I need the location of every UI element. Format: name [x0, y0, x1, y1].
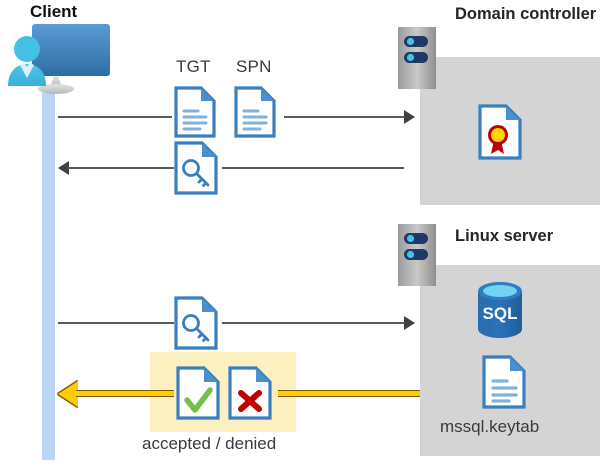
client-workstation-icon — [6, 22, 116, 100]
flow-3-arrowhead — [404, 316, 415, 330]
flow-3-line-left — [58, 322, 174, 324]
accepted-denied-highlight — [150, 352, 296, 432]
domain-controller-title: Domain controller — [455, 5, 597, 23]
linux-server-title: Linux server — [455, 227, 554, 245]
flow-1-arrowhead — [404, 110, 415, 124]
accepted-denied-label: accepted / denied — [142, 434, 277, 453]
document-certificate-icon — [478, 104, 522, 160]
server-rack-icon-domain-controller — [398, 27, 436, 89]
mssql-keytab-label: mssql.keytab — [440, 417, 540, 436]
client-lifeline — [42, 92, 55, 460]
flow-4-line-right — [278, 390, 420, 397]
flow-2-line-right — [222, 167, 404, 169]
client-title: Client — [30, 2, 78, 21]
flow-1-line-left — [58, 116, 172, 118]
document-key-icon-top — [174, 141, 218, 195]
flow-4-line-left — [76, 390, 174, 397]
tgt-label: TGT — [176, 57, 211, 76]
server-rack-icon-linux-server — [398, 224, 436, 286]
sql-database-icon: SQL — [472, 282, 528, 340]
flow-2-arrowhead — [58, 161, 69, 175]
flow-1-line-right — [284, 116, 404, 118]
document-cross-icon — [228, 366, 272, 420]
document-lines-icon-spn — [234, 86, 276, 138]
document-check-icon — [176, 366, 220, 420]
flow-2-line-left — [68, 167, 174, 169]
sql-database-label: SQL — [483, 304, 518, 323]
flow-4-arrowhead — [58, 381, 78, 407]
document-lines-icon-tgt — [174, 86, 216, 138]
flow-3-line-right — [222, 322, 404, 324]
spn-label: SPN — [236, 57, 272, 76]
document-lines-icon-keytab — [482, 355, 526, 409]
document-key-icon-bottom — [174, 296, 218, 350]
